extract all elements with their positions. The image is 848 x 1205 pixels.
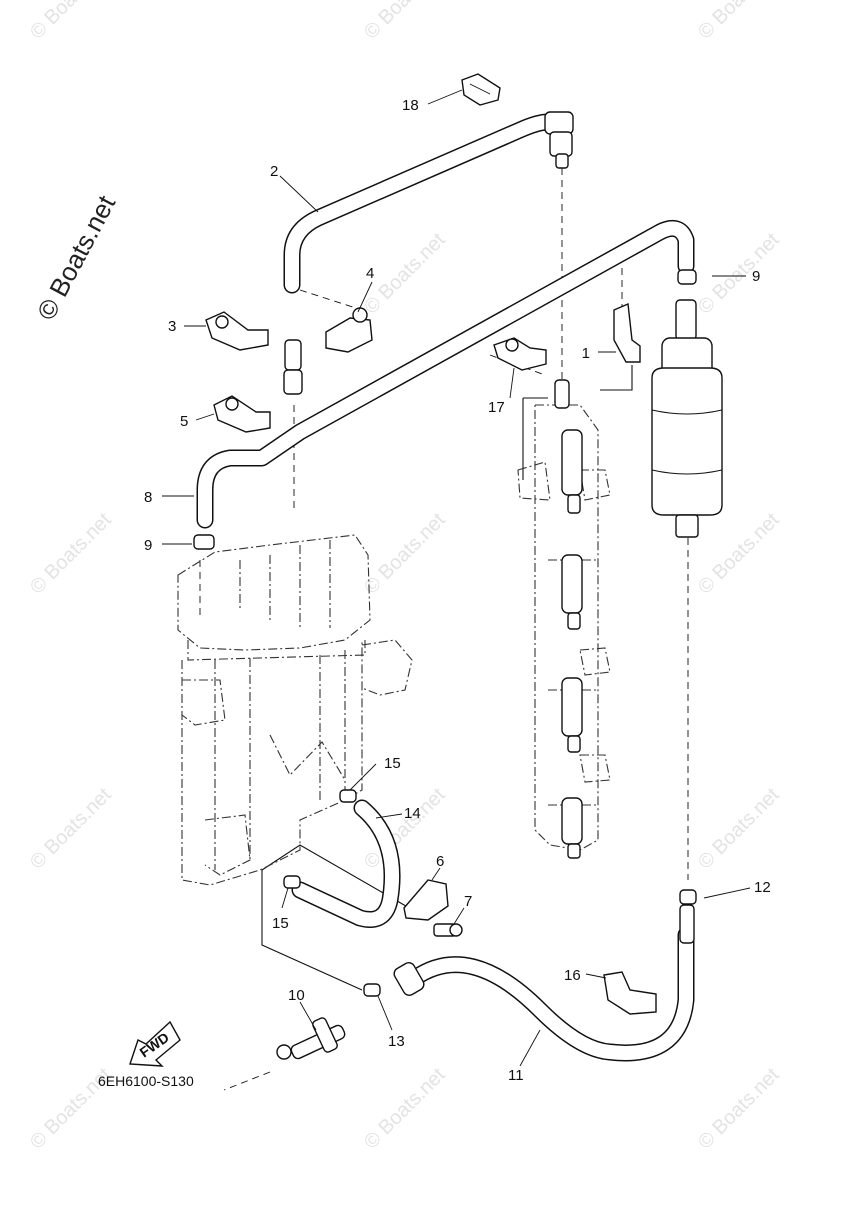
clip-5: [213, 395, 271, 433]
watermark-tile: © Boats.net: [694, 784, 784, 874]
callout-numbers: 1 2 3 4 5 6 7 8 9 9 10 11 12 13 14 15 15…: [144, 97, 771, 1084]
elbow-joint: [544, 111, 574, 169]
callout-8: 8: [144, 489, 152, 506]
fuel-hose-11: [406, 926, 695, 1062]
callout-13: 13: [388, 1033, 405, 1050]
watermark-tile: © Boats.net: [694, 0, 784, 44]
callout-18: 18: [402, 97, 419, 114]
clip-18: [461, 73, 501, 106]
clip-1: [613, 302, 641, 363]
connector-stubs: [283, 339, 695, 996]
callout-11: 11: [508, 1067, 524, 1084]
clip-4: [325, 307, 373, 353]
clip-6: [403, 879, 449, 921]
watermark-tile: © Boats.net: [360, 0, 450, 44]
watermark-tile: © Boats.net: [694, 1064, 784, 1154]
callout-15: 15: [272, 915, 289, 932]
brand-watermark: © Boats.net: [31, 190, 122, 325]
bolt-7: [433, 923, 463, 937]
t-joint-10: [276, 1017, 346, 1060]
assembly-guide-lines: [199, 168, 689, 1091]
leader-lines: [162, 89, 751, 1067]
watermark-tile: © Boats.net: [360, 509, 450, 599]
callout-2: 2: [270, 163, 278, 180]
watermark-tile: © Boats.net: [26, 509, 116, 599]
callout-14: 14: [404, 805, 421, 822]
watermark-tile: © Boats.net: [360, 1064, 450, 1154]
callout-7: 7: [464, 893, 472, 910]
watermark-tile: © Boats.net: [694, 509, 784, 599]
clip-16: [603, 971, 657, 1015]
clip-17: [493, 337, 547, 371]
callout-16: 16: [564, 967, 581, 984]
callout-12: 12: [754, 879, 771, 896]
fuel-hose-2: [283, 113, 557, 294]
callout-10: 10: [288, 987, 305, 1004]
callout-15: 15: [384, 755, 401, 772]
callout-5: 5: [180, 413, 188, 430]
diagram-code: 6EH6100-S130: [98, 1073, 194, 1089]
fuel-hose-8: [196, 219, 695, 529]
watermark-tile: © Boats.net: [26, 784, 116, 874]
fuel-hose-14: [291, 799, 401, 928]
watermark-tile: © Boats.net: [694, 229, 784, 319]
fuel-filter: [651, 299, 723, 538]
clip-3: [205, 311, 269, 351]
callout-6: 6: [436, 853, 444, 870]
watermark-tile: © Boats.net: [26, 0, 116, 44]
fuel-injectors: [554, 379, 583, 859]
callout-3: 3: [168, 318, 176, 335]
callout-1: 1: [582, 345, 590, 362]
callout-9: 9: [144, 537, 152, 554]
callout-9: 9: [752, 268, 760, 285]
callout-17: 17: [488, 399, 505, 416]
hose-clamps: [193, 269, 697, 997]
callout-4: 4: [366, 265, 374, 282]
fwd-arrow-icon: FWD: [129, 1020, 181, 1067]
